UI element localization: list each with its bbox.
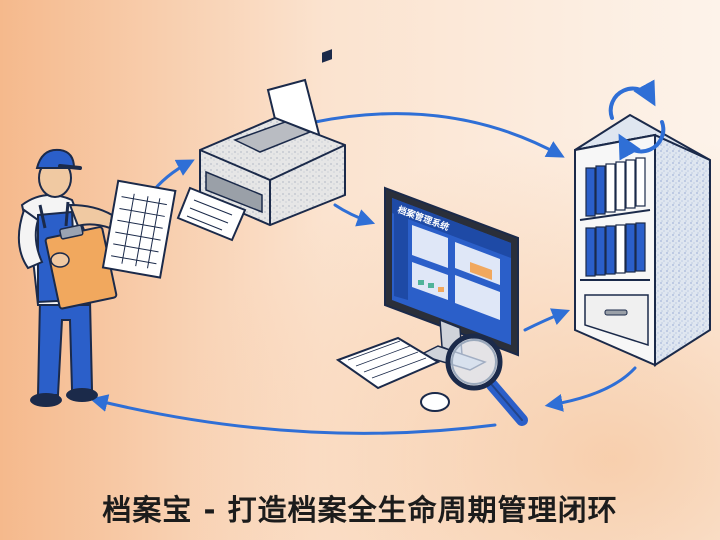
- sync-icon: [608, 79, 666, 161]
- magnifier-icon: [445, 333, 528, 426]
- worker-with-clipboard: [17, 148, 118, 407]
- paper-form-icon: [101, 179, 177, 279]
- mouse-icon: [420, 392, 450, 412]
- arrow-printer-to-cabinet: [313, 112, 565, 158]
- file-cabinet-icon: [574, 113, 711, 367]
- arrow-printer-to-computer: [333, 203, 376, 227]
- arrow-bottom-to-worker: [89, 394, 497, 435]
- arrow-cabinet-to-bottom: [544, 366, 637, 412]
- printer-icon: [176, 49, 346, 242]
- caption: 档案宝 - 打造档案全生命周期管理闭环: [102, 493, 618, 527]
- computer-monitor-icon: 档案管理系统: [384, 186, 519, 371]
- keyboard-icon: [335, 336, 441, 390]
- arrow-computer-to-cabinet: [523, 308, 571, 332]
